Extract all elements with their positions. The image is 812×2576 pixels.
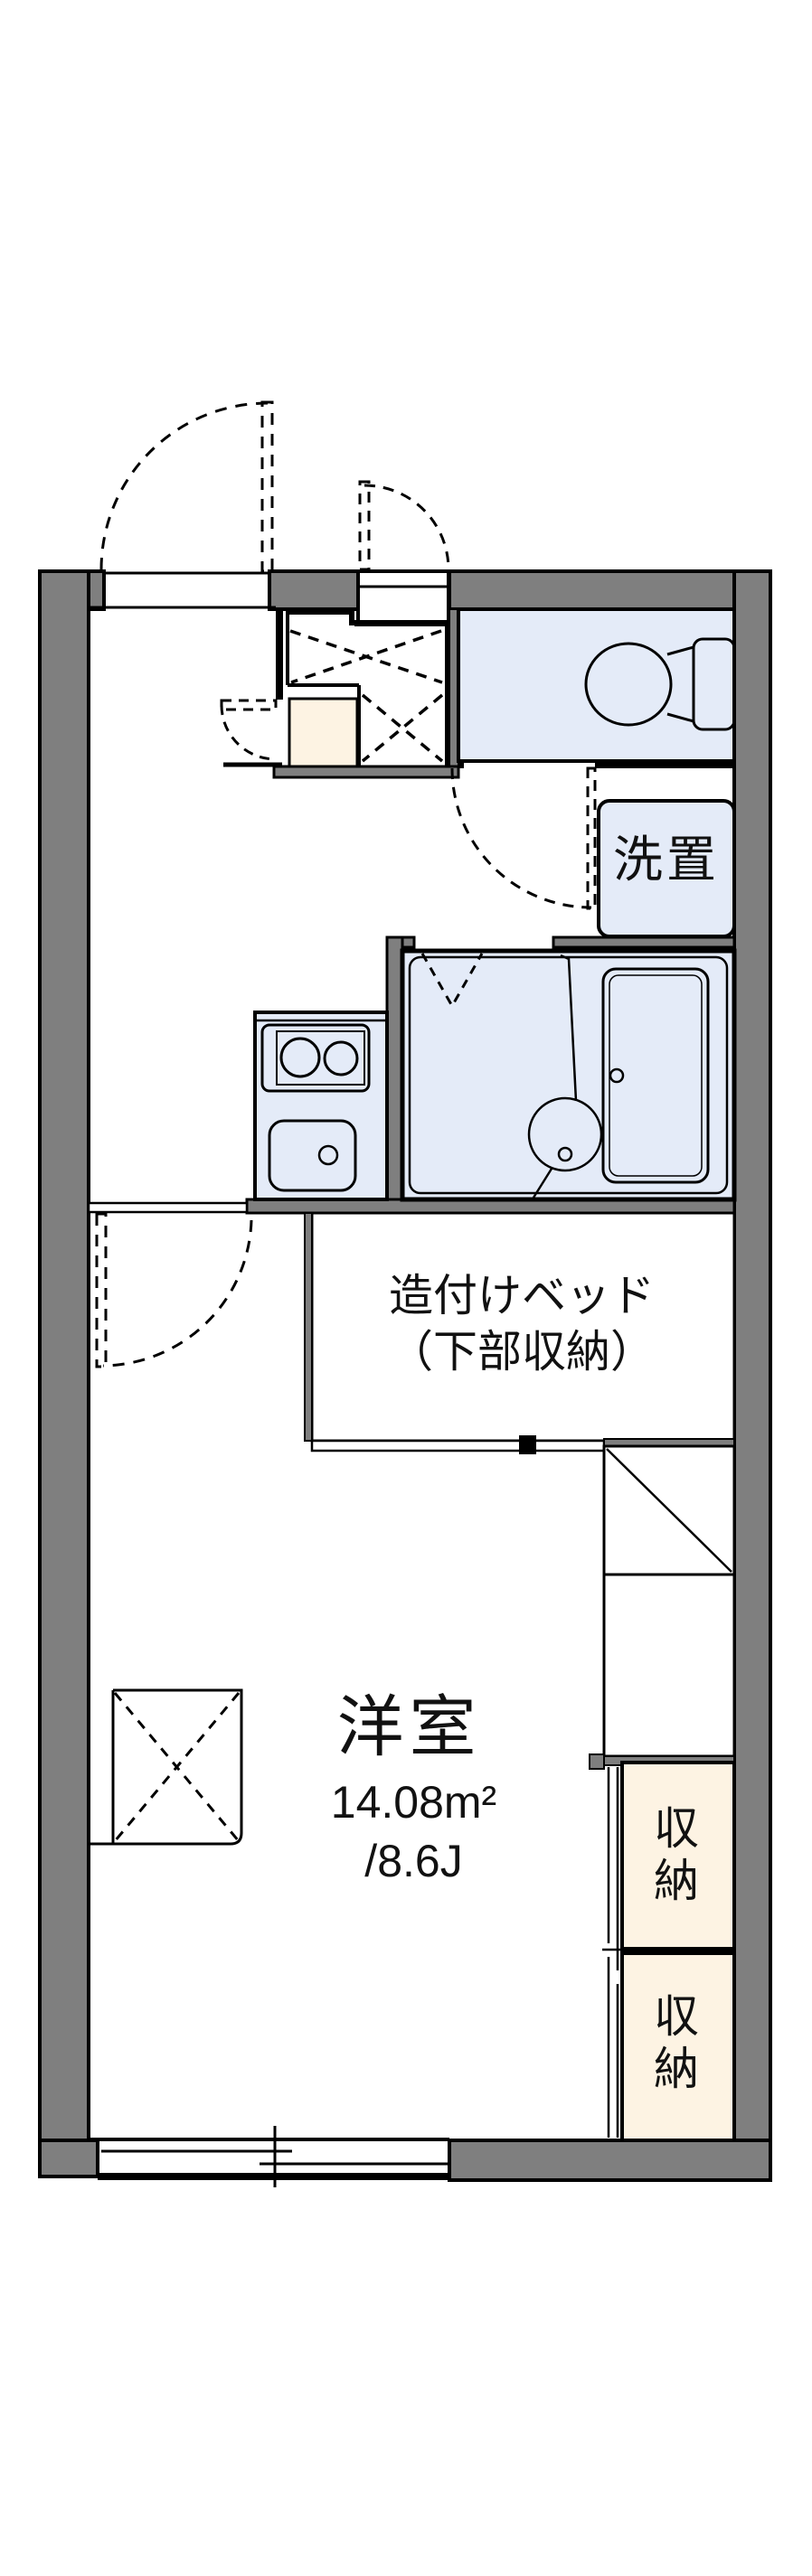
storage-bottom-label: 収納 [647, 1992, 698, 2097]
kitchen-unit [253, 1011, 389, 1201]
south-window [89, 2126, 449, 2187]
bed-label-line1: 造付けベッド [388, 1272, 655, 1321]
bath-walls [245, 935, 736, 1215]
kitchen-partition [87, 1201, 249, 1214]
room-name-label: 洋室 [336, 1689, 482, 1764]
top-window-swing [358, 480, 450, 571]
right-niche [602, 1573, 736, 1758]
genkan-inner-door [220, 699, 278, 761]
genkan-step [288, 697, 359, 768]
toilet-bottom-wall-stub [458, 761, 464, 768]
toilet-door [450, 766, 597, 910]
toilet-icon [584, 637, 736, 731]
bed-label: 造付けベッド （下部収納） [307, 1269, 736, 1380]
storage-closets [589, 1753, 736, 2142]
sink-drain-icon [317, 1144, 339, 1166]
top-window-recess [356, 569, 450, 625]
washer-label: 洗置 [612, 832, 720, 888]
burner-icon [323, 1040, 359, 1076]
bath-room [400, 948, 737, 1202]
sink-icon [268, 1119, 357, 1192]
toilet-room [457, 607, 736, 763]
burner-icon [279, 1037, 321, 1078]
outer-walls [38, 569, 772, 2182]
bed-room [304, 1211, 736, 1454]
closet-sliding-doors [602, 1767, 625, 2138]
storage-top-label: 収納 [647, 1804, 698, 1909]
genkan-walls [223, 608, 460, 779]
desk [89, 1688, 243, 1846]
bed-label-line2: （下部収納） [388, 1327, 655, 1377]
entrance-door [99, 400, 274, 573]
room-door [95, 1212, 253, 1368]
fridge-space [602, 1444, 736, 1576]
genkan-floor-cross-marks [289, 629, 444, 763]
entrance-threshold [89, 571, 276, 609]
room-area-sqm-label: 14.08m² [330, 1777, 497, 1828]
bath-shower-area [527, 954, 603, 1199]
room-area-tatami-label: /8.6J [364, 1836, 463, 1886]
bath-folding-door [420, 953, 484, 1010]
toilet-bottom-wall [595, 761, 734, 768]
bathtub [601, 967, 710, 1184]
